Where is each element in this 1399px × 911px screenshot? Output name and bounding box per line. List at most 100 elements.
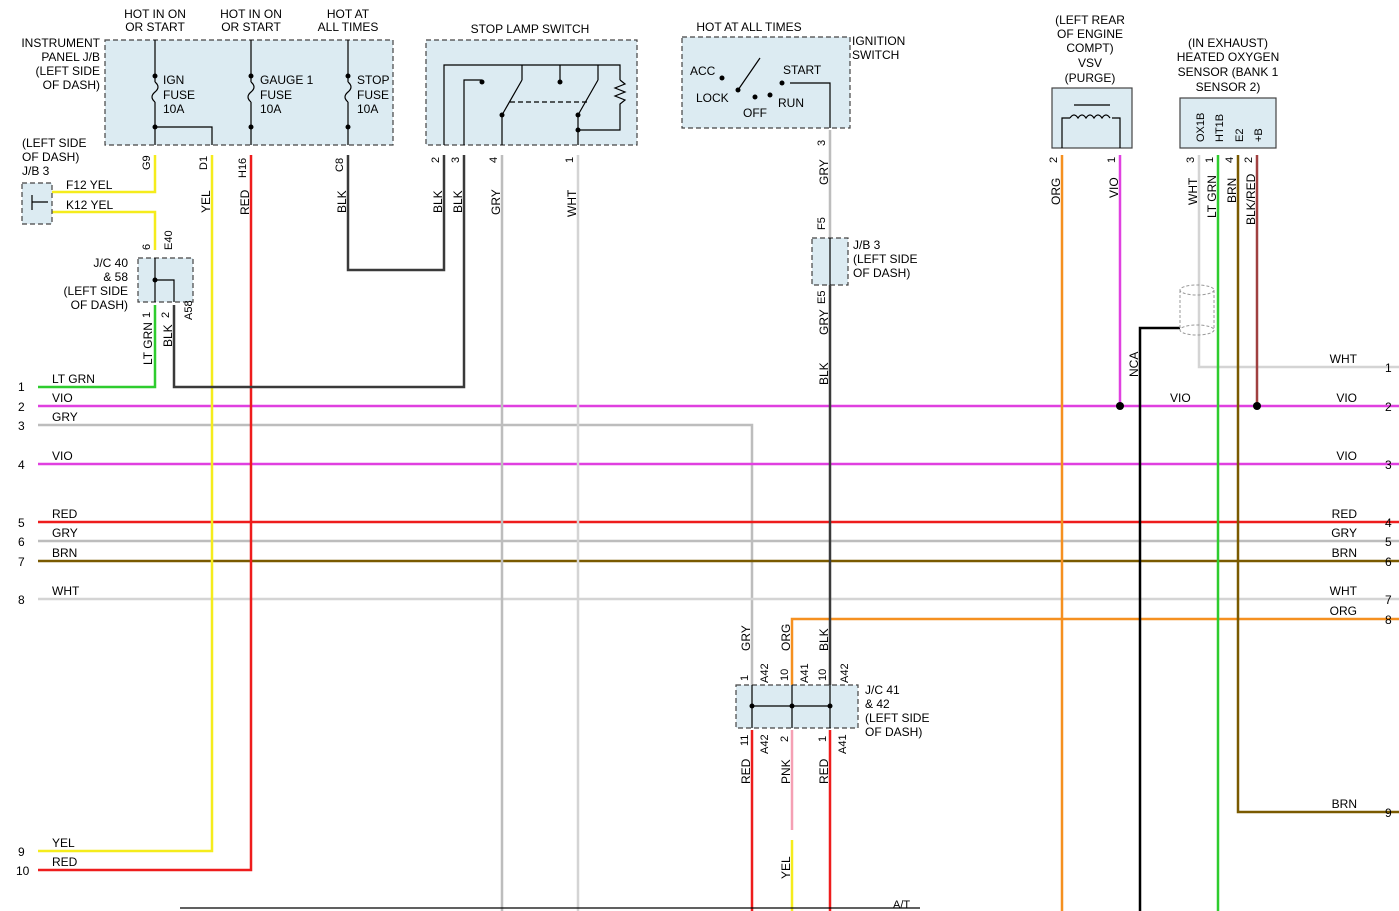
svg-text:2: 2 xyxy=(430,157,442,163)
svg-text:4: 4 xyxy=(1385,516,1392,530)
svg-text:A41: A41 xyxy=(837,734,849,754)
svg-text:OF DASH): OF DASH) xyxy=(71,298,128,312)
svg-text:J/B 3: J/B 3 xyxy=(22,164,50,178)
vsv-purge: (LEFT REAR OF ENGINE COMPT) VSV (PURGE) … xyxy=(1048,13,1133,163)
svg-text:OFF: OFF xyxy=(743,106,767,120)
jc41-42: J/C 41 & 42 (LEFT SIDE OF DASH) 1 A42 10… xyxy=(735,663,929,754)
svg-text:GRY: GRY xyxy=(1331,526,1357,540)
svg-text:4: 4 xyxy=(488,157,500,163)
svg-text:BLK: BLK xyxy=(335,190,349,213)
svg-text:IGNITION: IGNITION xyxy=(852,34,905,48)
svg-text:2: 2 xyxy=(18,400,25,414)
svg-text:RED: RED xyxy=(52,855,78,869)
svg-text:2: 2 xyxy=(1385,400,1392,414)
svg-text:INSTRUMENT: INSTRUMENT xyxy=(21,36,100,50)
svg-text:3: 3 xyxy=(1185,157,1197,163)
svg-text:VIO: VIO xyxy=(52,449,73,463)
svg-text:ACC: ACC xyxy=(690,64,716,78)
svg-text:2: 2 xyxy=(1048,157,1060,163)
svg-text:(PURGE): (PURGE) xyxy=(1065,71,1116,85)
svg-text:OF DASH): OF DASH) xyxy=(853,266,910,280)
wire-r1-wht xyxy=(1197,155,1399,369)
svg-text:5: 5 xyxy=(1385,535,1392,549)
svg-text:E2: E2 xyxy=(1234,129,1246,142)
svg-text:WHT: WHT xyxy=(1186,177,1200,205)
svg-text:1: 1 xyxy=(564,157,576,163)
svg-text:NCA: NCA xyxy=(1127,352,1141,377)
svg-text:WHT: WHT xyxy=(52,584,80,598)
svg-text:BLK: BLK xyxy=(161,324,175,347)
svg-text:GRY: GRY xyxy=(52,410,78,424)
svg-text:SENSOR 2): SENSOR 2) xyxy=(1196,80,1261,94)
svg-text:BLK: BLK xyxy=(817,362,831,385)
svg-text:3: 3 xyxy=(1385,458,1392,472)
svg-text:& 58: & 58 xyxy=(103,270,128,284)
svg-text:(LEFT SIDE: (LEFT SIDE xyxy=(64,284,128,298)
wire-a58-blk xyxy=(172,155,466,389)
svg-text:C8: C8 xyxy=(334,158,346,172)
wire-k12-yel xyxy=(50,210,157,250)
svg-text:2: 2 xyxy=(160,312,172,318)
svg-text:BLK: BLK xyxy=(431,190,445,213)
svg-text:PNK: PNK xyxy=(779,759,793,784)
instrument-panel-jb: INSTRUMENT PANEL J/B (LEFT SIDE OF DASH)… xyxy=(21,7,394,178)
svg-text:9: 9 xyxy=(18,845,25,859)
svg-text:ORG: ORG xyxy=(1330,604,1357,618)
svg-text:2: 2 xyxy=(779,736,791,742)
svg-text:BRN: BRN xyxy=(52,546,77,560)
svg-text:WHT: WHT xyxy=(565,189,579,217)
svg-text:7: 7 xyxy=(1385,593,1392,607)
svg-text:ORG: ORG xyxy=(1049,178,1063,205)
svg-text:YEL: YEL xyxy=(779,856,793,879)
svg-text:J/B 3: J/B 3 xyxy=(853,238,881,252)
svg-text:A41: A41 xyxy=(799,663,811,683)
svg-text:GRY: GRY xyxy=(739,625,753,651)
svg-text:10: 10 xyxy=(16,864,30,878)
bottom-note: A/T xyxy=(893,899,910,911)
svg-text:5: 5 xyxy=(18,516,25,530)
svg-text:J/C 40: J/C 40 xyxy=(93,256,128,270)
svg-text:YEL: YEL xyxy=(52,836,75,850)
svg-text:OF ENGINE: OF ENGINE xyxy=(1057,27,1123,41)
svg-text:COMPT): COMPT) xyxy=(1066,41,1113,55)
svg-text:A42: A42 xyxy=(839,663,851,683)
ignition-switch: HOT AT ALL TIMES IGNITION SWITCH ACC LOC… xyxy=(681,20,905,146)
svg-text:4: 4 xyxy=(18,458,25,472)
svg-text:VSV: VSV xyxy=(1078,56,1102,70)
svg-text:SWITCH: SWITCH xyxy=(852,48,899,62)
svg-text:GRY: GRY xyxy=(817,309,831,335)
svg-text:START: START xyxy=(783,63,822,77)
svg-text:(LEFT SIDE: (LEFT SIDE xyxy=(36,64,100,78)
svg-text:RED: RED xyxy=(238,189,252,215)
svg-text:IGN: IGN xyxy=(163,73,184,87)
svg-text:VIO: VIO xyxy=(1336,391,1357,405)
wire-nca-blk xyxy=(1138,326,1180,911)
svg-text:RED: RED xyxy=(1332,507,1358,521)
svg-text:G9: G9 xyxy=(141,155,153,170)
heated-oxygen-sensor: (IN EXHAUST) HEATED OXYGEN SENSOR (BANK … xyxy=(1177,36,1279,336)
svg-text:1: 1 xyxy=(1106,157,1118,163)
svg-text:RED: RED xyxy=(739,758,753,784)
svg-text:10A: 10A xyxy=(163,102,184,116)
svg-text:LT GRN: LT GRN xyxy=(1205,175,1219,218)
svg-text:GAUGE 1: GAUGE 1 xyxy=(260,73,314,87)
wire-1-ltgrn xyxy=(38,305,157,389)
svg-text:H16: H16 xyxy=(237,158,249,178)
svg-text:BRN: BRN xyxy=(1225,178,1239,203)
svg-text:GRY: GRY xyxy=(489,189,503,215)
svg-text:HT1B: HT1B xyxy=(1214,114,1226,142)
svg-text:SENSOR (BANK 1: SENSOR (BANK 1 xyxy=(1178,65,1279,79)
svg-text:LOCK: LOCK xyxy=(696,91,729,105)
svg-text:9: 9 xyxy=(1385,806,1392,820)
svg-text:1: 1 xyxy=(18,380,25,394)
svg-text:& 42: & 42 xyxy=(865,697,890,711)
wire-r8-org xyxy=(790,617,1399,685)
svg-text:YEL: YEL xyxy=(199,190,213,213)
wires xyxy=(38,130,1399,911)
svg-text:11: 11 xyxy=(739,735,751,746)
svg-text:4: 4 xyxy=(1224,157,1236,163)
svg-text:HEATED OXYGEN: HEATED OXYGEN xyxy=(1177,50,1279,64)
stop-lamp-switch: STOP LAMP SWITCH 2 3 4 1 xyxy=(425,22,638,163)
svg-text:D1: D1 xyxy=(198,156,210,170)
